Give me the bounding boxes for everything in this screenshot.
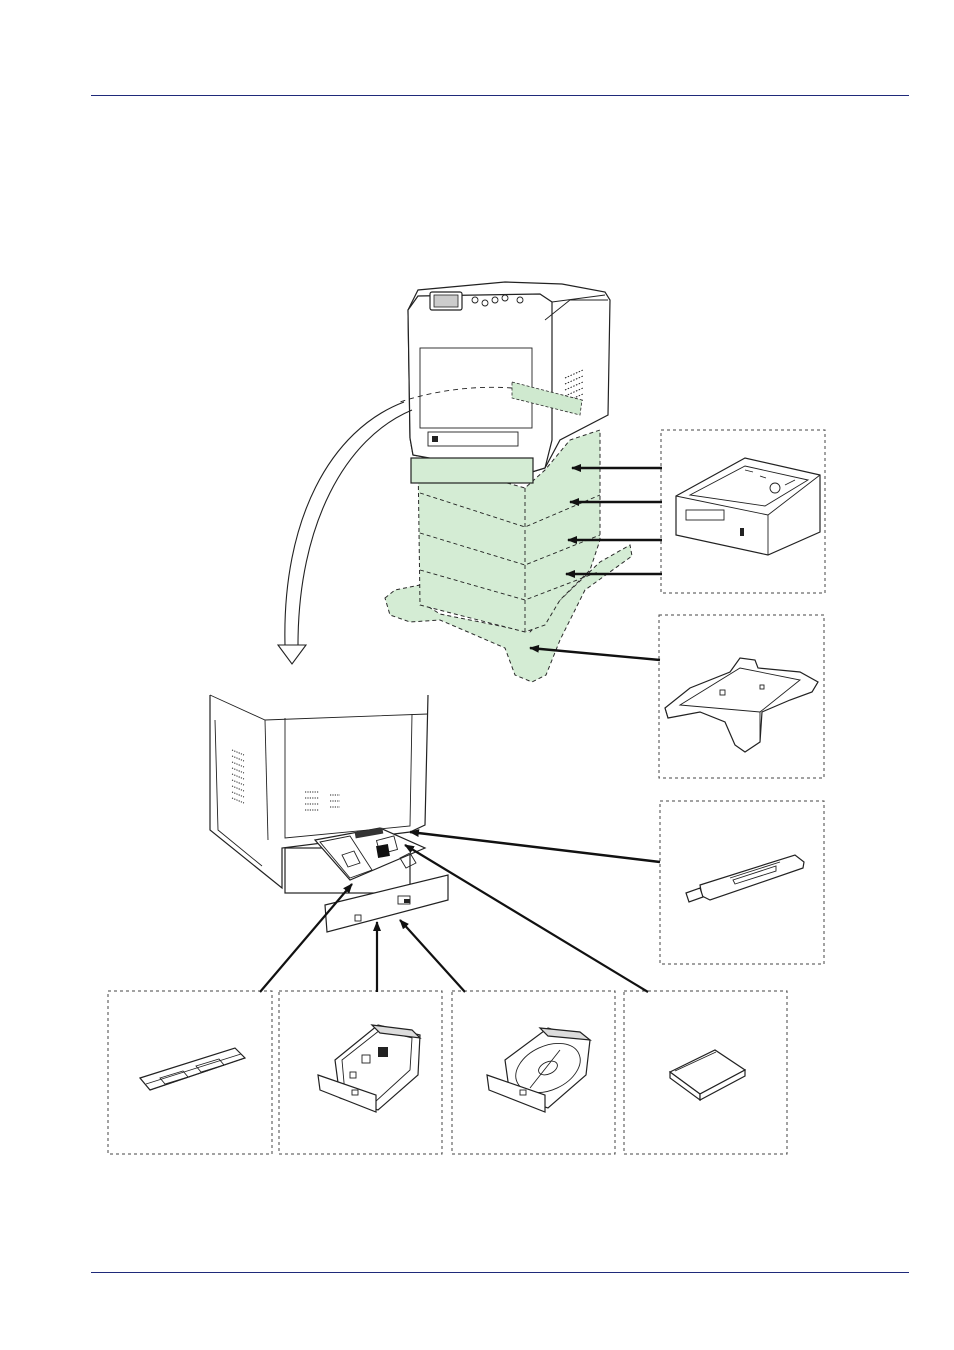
compact-flash-icon xyxy=(668,1049,747,1102)
expander-box xyxy=(658,614,825,779)
hard-disk-box xyxy=(451,990,616,1155)
header-rule xyxy=(91,95,909,96)
network-card-box xyxy=(278,990,443,1155)
usb-memory-box xyxy=(659,800,825,965)
memory-module-box xyxy=(107,990,273,1155)
printer-icon xyxy=(384,281,633,683)
printer-rear-icon xyxy=(209,694,449,933)
footer-rule xyxy=(91,1272,909,1273)
usb-memory-icon xyxy=(685,854,805,903)
memory-module-icon xyxy=(138,1047,247,1091)
hard-disk-icon xyxy=(486,1027,592,1113)
paper-feeder-box xyxy=(660,429,826,594)
network-card-icon xyxy=(317,1024,422,1113)
paper-feeder-icon xyxy=(675,457,821,556)
connector-arrows xyxy=(259,464,662,993)
expander-base-icon xyxy=(664,657,819,753)
compact-flash-box xyxy=(623,990,788,1155)
curved-arrow-icon xyxy=(276,401,413,665)
vent-icon xyxy=(564,369,584,409)
